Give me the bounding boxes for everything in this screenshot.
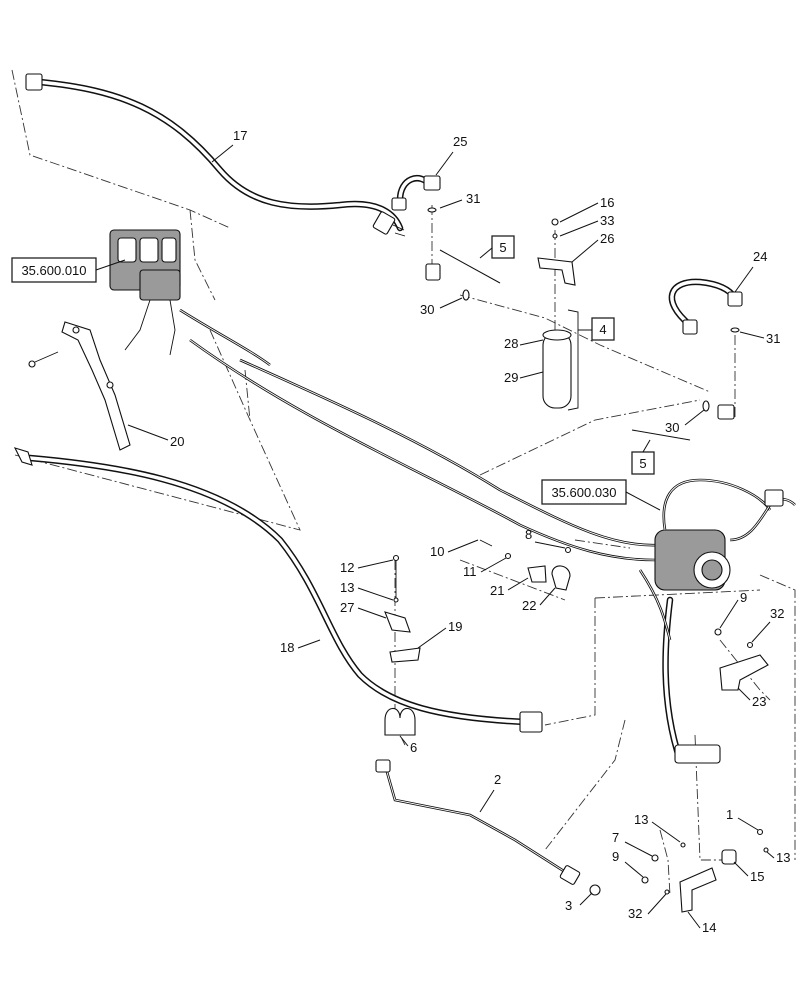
callout-32-upper: 32 [770, 606, 784, 621]
svg-text:35.600.030: 35.600.030 [551, 485, 616, 500]
callout-8: 8 [525, 527, 532, 542]
bracket-23 [714, 628, 769, 691]
callout-box-5-upper: 5 [491, 235, 515, 259]
clamp-6 [384, 707, 416, 736]
receiver-drier-28-29 [542, 309, 579, 411]
callout-16: 16 [600, 195, 614, 210]
callout-17: 17 [233, 128, 247, 143]
callout-20: 20 [170, 434, 184, 449]
callout-14: 14 [702, 920, 716, 935]
callout-21: 21 [490, 583, 504, 598]
callout-7: 7 [612, 830, 619, 845]
reference-box-35-600-010[interactable]: 35.600.010 [11, 257, 97, 283]
tube-lines [189, 338, 661, 562]
svg-text:5: 5 [639, 456, 646, 471]
callout-24: 24 [753, 249, 767, 264]
callout-box-4: 4 [591, 317, 615, 341]
mounting-bracket-20 [28, 321, 131, 451]
callout-3: 3 [565, 898, 572, 913]
callout-9-upper: 9 [740, 590, 747, 605]
elbow-fitting-25 [391, 175, 441, 211]
fitting-30-upper [425, 263, 470, 301]
callout-23: 23 [752, 694, 766, 709]
callout-1: 1 [726, 807, 733, 822]
callout-26: 26 [600, 231, 614, 246]
svg-text:35.600.010: 35.600.010 [21, 263, 86, 278]
callout-30-lower: 30 [665, 420, 679, 435]
callout-32-lower: 32 [628, 906, 642, 921]
hose-17 [25, 73, 406, 237]
assembly-guide-lines [11, 69, 796, 896]
tube-2 [375, 759, 601, 896]
small-hardware-8-10-11 [479, 539, 512, 560]
callout-box-5-lower: 5 [631, 451, 655, 475]
callout-19: 19 [448, 619, 462, 634]
svg-text:5: 5 [499, 240, 506, 255]
callout-31-upper: 31 [466, 191, 480, 206]
callout-18: 18 [280, 640, 294, 655]
callout-13-right: 13 [776, 850, 790, 865]
hose-18 [13, 447, 543, 733]
callout-labels: 17 25 31 16 33 26 24 30 28 29 31 30 20 [127, 128, 790, 935]
clamp-27 [384, 554, 411, 633]
callout-28: 28 [504, 336, 518, 351]
elbow-tube-24 [668, 278, 743, 335]
bracket-19 [389, 647, 421, 663]
callout-10: 10 [430, 544, 444, 559]
small-hardware-7-9-13-32 [641, 842, 769, 895]
callout-2: 2 [494, 772, 501, 787]
callout-33: 33 [600, 213, 614, 228]
callout-25: 25 [453, 134, 467, 149]
callout-29: 29 [504, 370, 518, 385]
reference-box-35-600-030[interactable]: 35.600.030 [541, 479, 627, 505]
bracket-14 [679, 867, 717, 913]
fitting-15 [721, 828, 764, 865]
callout-22: 22 [522, 598, 536, 613]
callout-15: 15 [750, 869, 764, 884]
o-rings-31 [427, 207, 740, 333]
callout-11: 11 [463, 564, 477, 579]
fitting-30-lower [702, 400, 735, 420]
svg-text:4: 4 [599, 322, 606, 337]
clamp-21-22 [527, 546, 572, 591]
control-valve-assembly [109, 229, 271, 367]
callout-6: 6 [410, 740, 417, 755]
callout-30-upper: 30 [420, 302, 434, 317]
callout-12: 12 [340, 560, 354, 575]
compressor-assembly [638, 478, 796, 764]
callout-13-mid: 13 [634, 812, 648, 827]
bracket-26 [537, 218, 576, 286]
callout-13-left: 13 [340, 580, 354, 595]
callout-27: 27 [340, 600, 354, 615]
callout-9-lower: 9 [612, 849, 619, 864]
callout-31-lower: 31 [766, 331, 780, 346]
